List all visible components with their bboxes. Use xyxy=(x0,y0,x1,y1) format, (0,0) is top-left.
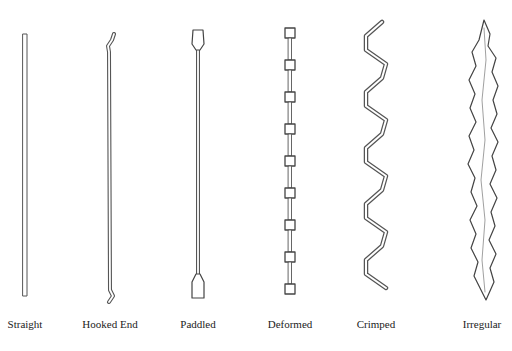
fiber-label: Crimped xyxy=(357,318,396,330)
paddled-fiber xyxy=(192,30,204,298)
deformed-fiber xyxy=(285,28,295,294)
fiber-label: Deformed xyxy=(268,318,313,330)
fiber-label: Hooked End xyxy=(82,318,137,330)
crimped-fiber xyxy=(366,22,386,288)
hooked-end-fiber xyxy=(108,34,114,302)
straight-fiber xyxy=(23,34,27,296)
fiber-label: Straight xyxy=(8,318,43,330)
fiber-label: Paddled xyxy=(180,318,215,330)
fiber-label: Irregular xyxy=(463,318,501,330)
irregular-fiber xyxy=(468,20,498,300)
